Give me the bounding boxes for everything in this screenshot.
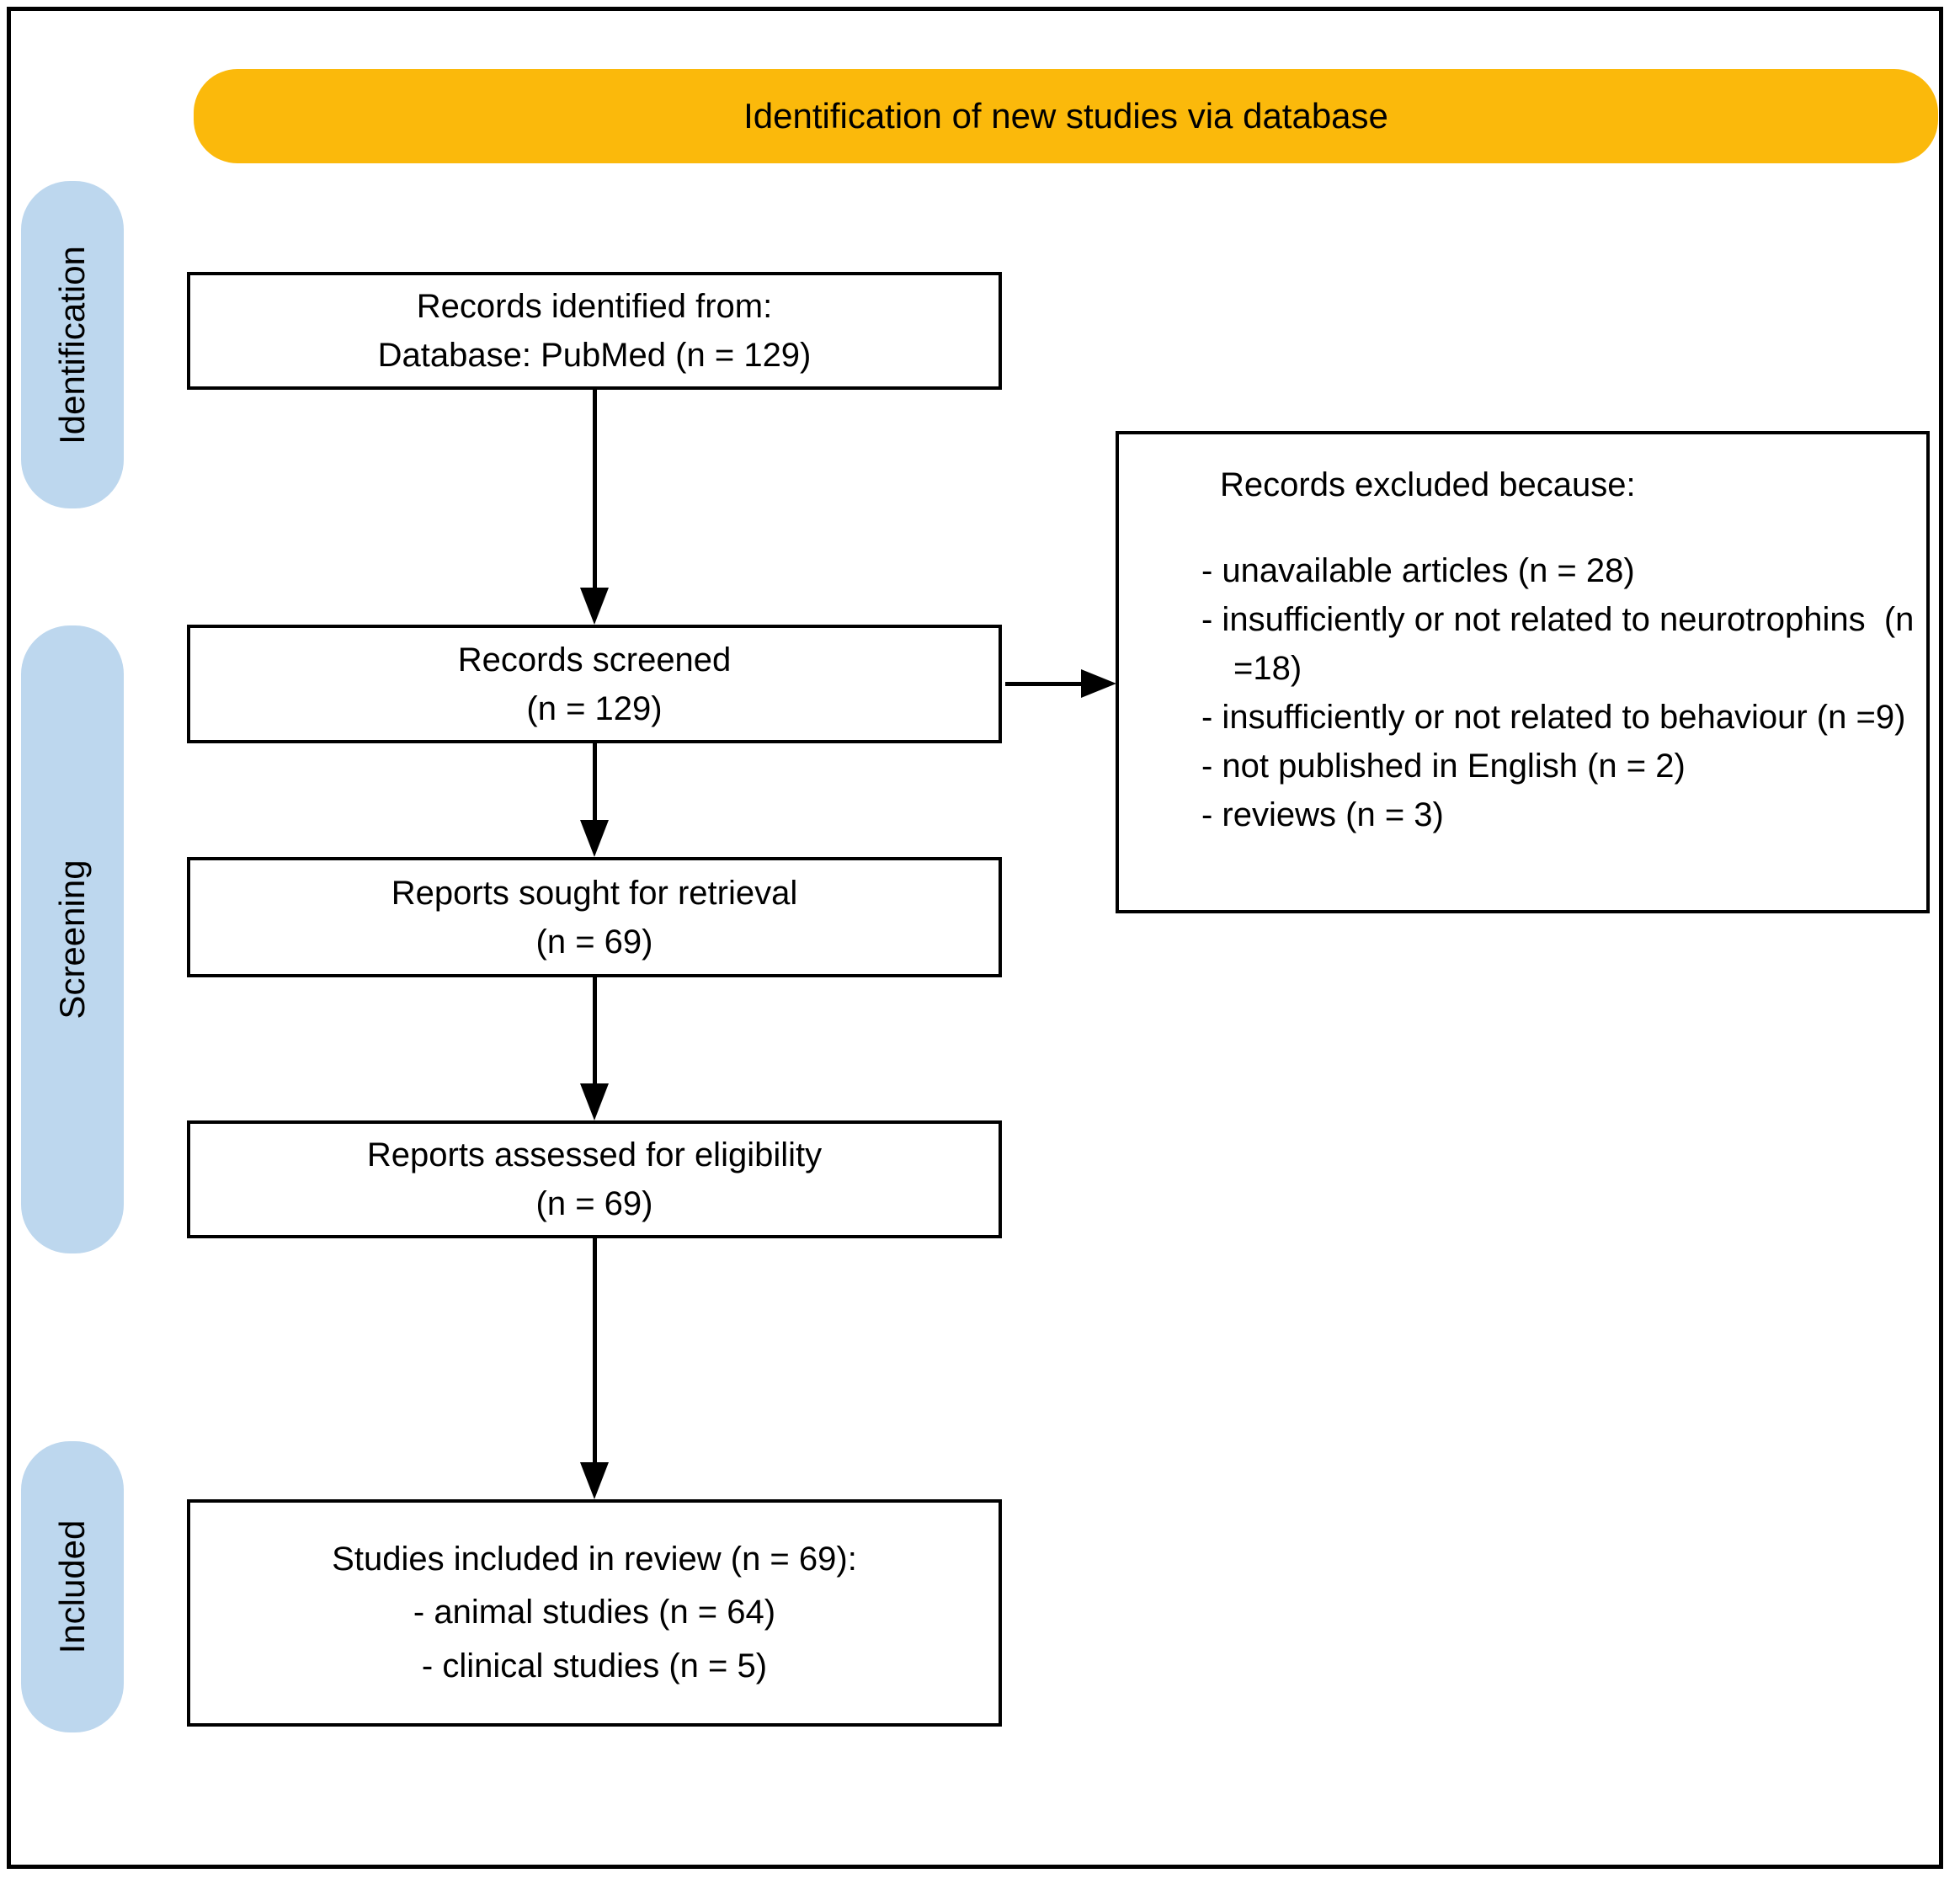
box-records-screened: Records screened (n = 129) [187, 625, 1002, 743]
box-records-excluded-title: Records excluded because: [1220, 466, 1636, 503]
box-studies-included-line3: - clinical studies (n = 5) [421, 1647, 768, 1684]
outer-frame [7, 7, 1943, 1869]
arrow-screened-to-excluded-stem [1005, 682, 1083, 686]
arrow-sought-to-assessed-head-icon [580, 1083, 609, 1120]
stage-included-label: Included [52, 1519, 92, 1654]
arrow-identified-to-screened-head-icon [580, 588, 609, 625]
arrow-sought-to-assessed-stem [593, 977, 597, 1085]
excluded-item-neurotrophins: - insufficiently or not related to neuro… [1201, 601, 1924, 687]
excluded-item-behaviour: - insufficiently or not related to behav… [1201, 699, 1906, 736]
arrow-screened-to-sought-stem [593, 743, 597, 822]
stage-identification: Identification [21, 181, 124, 508]
arrow-screened-to-excluded-head-icon [1081, 669, 1116, 698]
box-studies-included: Studies included in review (n = 69): - a… [187, 1499, 1002, 1727]
stage-screening-label: Screening [52, 860, 92, 1019]
box-reports-sought: Reports sought for retrieval (n = 69) [187, 857, 1002, 977]
box-records-identified: Records identified from: Database: PubMe… [187, 272, 1002, 390]
stage-included: Included [21, 1441, 124, 1732]
box-records-excluded: Records excluded because: - unavailable … [1116, 431, 1930, 913]
excluded-item-english: - not published in English (n = 2) [1201, 748, 1686, 785]
excluded-item-unavailable: - unavailable articles (n = 28) [1201, 552, 1635, 589]
box-records-identified-line1: Records identified from: [416, 288, 773, 325]
box-records-screened-line2: (n = 129) [526, 689, 663, 727]
arrow-screened-to-sought-head-icon [580, 820, 609, 857]
arrow-assessed-to-included-stem [593, 1238, 597, 1464]
banner-identification-via-database: Identification of new studies via databa… [194, 69, 1938, 163]
box-records-identified-line2: Database: PubMed (n = 129) [377, 337, 812, 374]
box-records-excluded-list: - unavailable articles (n = 28) - insuff… [1119, 546, 1926, 839]
excluded-item-reviews: - reviews (n = 3) [1201, 796, 1444, 833]
stage-identification-label: Identification [52, 245, 92, 444]
box-reports-assessed-line1: Reports assessed for eligibility [366, 1136, 823, 1174]
arrow-assessed-to-included-head-icon [580, 1462, 609, 1499]
box-reports-sought-line1: Reports sought for retrieval [391, 874, 798, 912]
arrow-identified-to-screened-stem [593, 390, 597, 589]
box-studies-included-line1: Studies included in review (n = 69): [332, 1541, 857, 1578]
box-studies-included-line2: - animal studies (n = 64) [413, 1594, 776, 1631]
stage-screening: Screening [21, 625, 124, 1253]
banner-label: Identification of new studies via databa… [743, 96, 1388, 136]
box-reports-assessed: Reports assessed for eligibility (n = 69… [187, 1120, 1002, 1238]
box-records-screened-line1: Records screened [457, 641, 732, 679]
box-reports-sought-line2: (n = 69) [535, 923, 653, 961]
box-reports-assessed-line2: (n = 69) [535, 1185, 653, 1222]
